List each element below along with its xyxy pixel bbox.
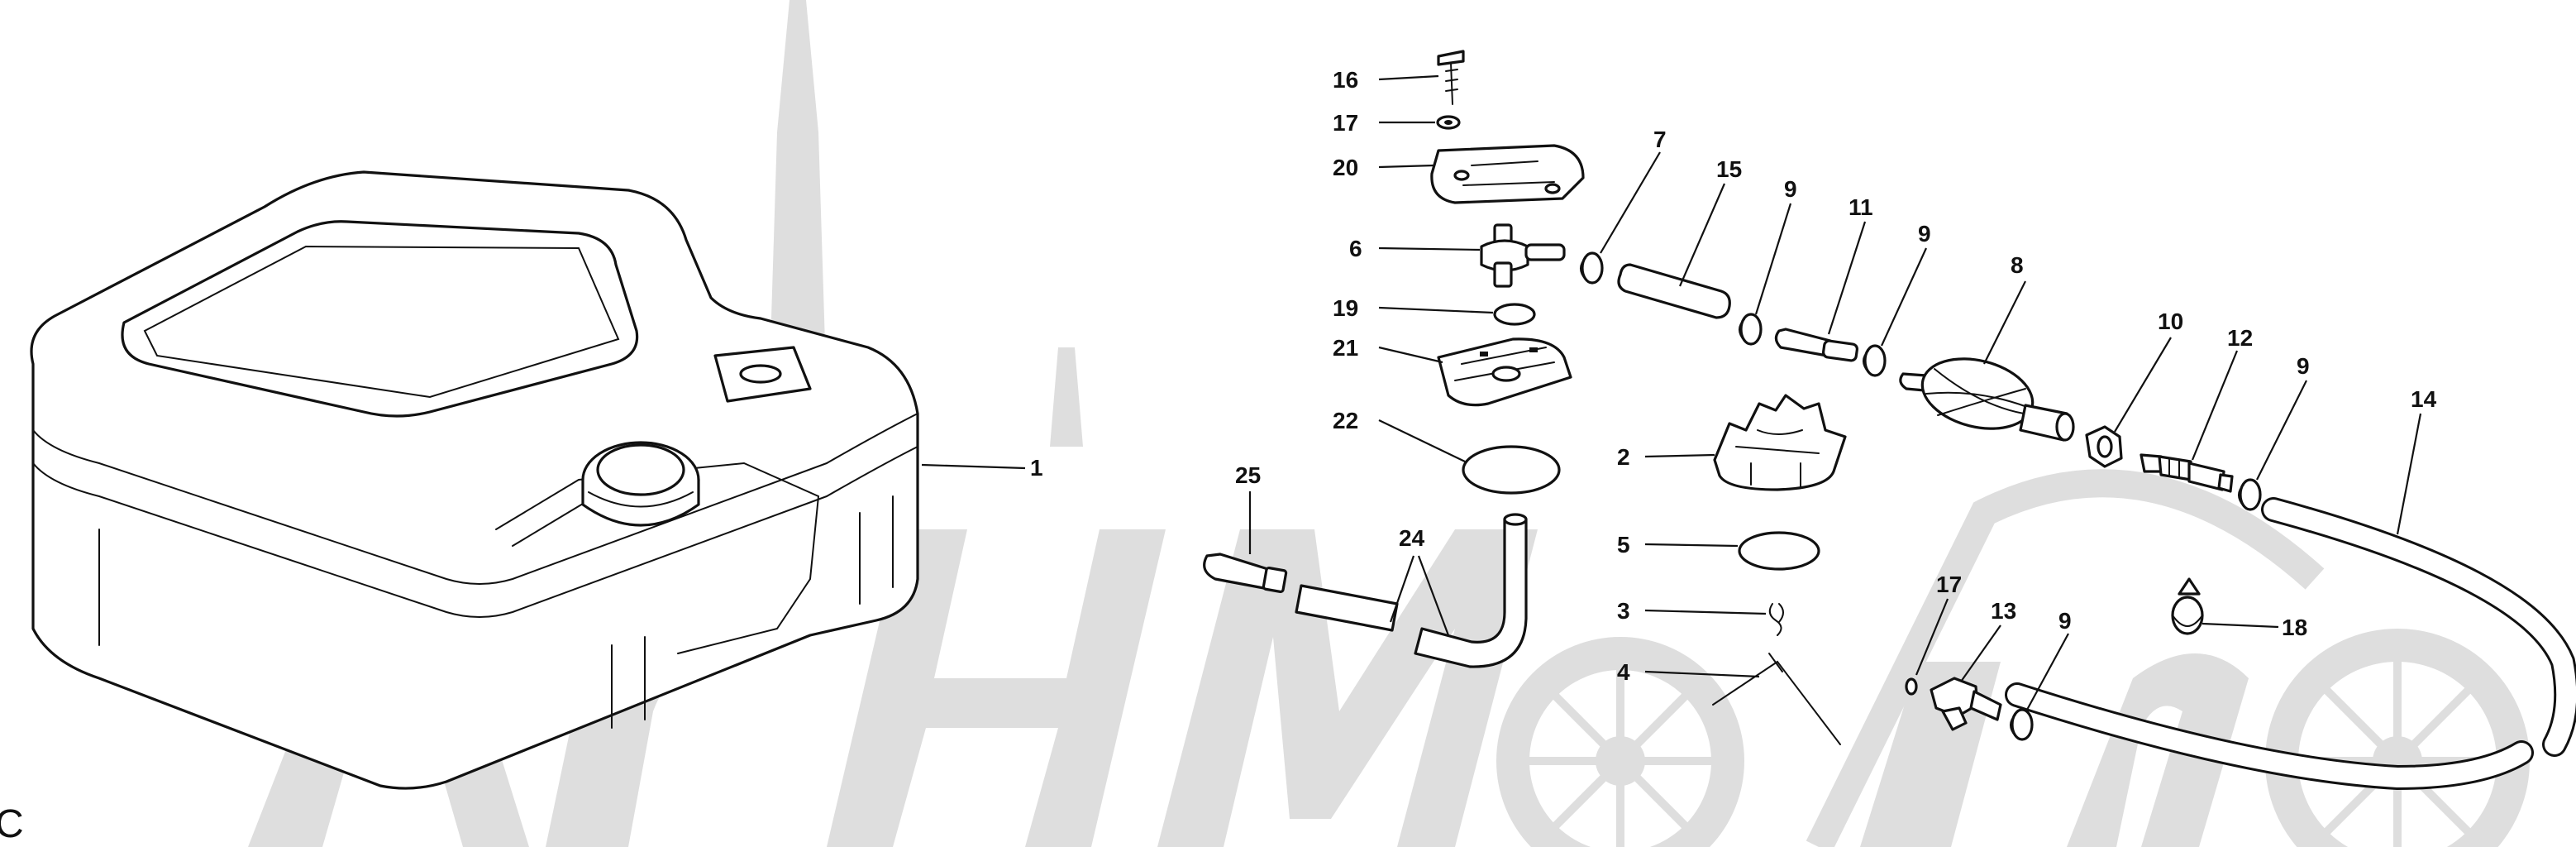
leader-15 — [1960, 624, 2001, 682]
leader-9d — [2026, 633, 2069, 711]
leader-3 — [1644, 609, 1767, 615]
leader-21 — [1378, 164, 1435, 169]
leader-9b — [1880, 247, 1928, 347]
callout-8: 8 — [2011, 252, 2024, 278]
callout-9a: 9 — [1784, 176, 1797, 202]
watermark — [248, 0, 2530, 847]
leader-7 — [1600, 151, 1661, 254]
leader-18 — [1378, 74, 1439, 81]
fuel-hose — [2005, 497, 2576, 791]
leader-22 — [1378, 346, 1443, 364]
leader-16 — [1915, 598, 1949, 676]
leader-5 — [1644, 543, 1739, 548]
leader-14 — [2396, 413, 2422, 535]
fuel-tank-gauge-plate — [713, 346, 812, 403]
leader-9a — [1754, 203, 1792, 315]
callout-9b: 9 — [1918, 221, 1931, 246]
edge-letter: C — [0, 802, 24, 846]
callout-9d: 9 — [2058, 608, 2072, 634]
washer — [1436, 115, 1461, 130]
o-ring-large — [1738, 531, 1820, 571]
callout-12: 11 — [1849, 194, 1873, 220]
spring-clip — [1768, 603, 1784, 636]
callout-9c: 9 — [2297, 353, 2310, 379]
screw — [1437, 50, 1465, 105]
leader-1 — [921, 463, 1026, 470]
callout-24: 24 — [1399, 525, 1425, 551]
fuel-tank-fill-cap — [581, 441, 700, 527]
callout-10: 10 — [2158, 309, 2183, 334]
callout-13: 15 — [1716, 156, 1742, 182]
leader-20 — [1378, 306, 1494, 314]
leader-24b — [1417, 555, 1450, 636]
watermark-wheel-right — [2265, 629, 2530, 847]
fuel-tank — [30, 170, 919, 790]
callout-11: 12 — [2227, 325, 2253, 351]
hose-clamp — [2010, 708, 2034, 741]
gasket-large — [1462, 445, 1561, 495]
callout-20: 19 — [1333, 295, 1358, 321]
callout-16: 17 — [1936, 572, 1962, 597]
weight — [1203, 553, 1288, 594]
gauge-body — [1437, 337, 1572, 407]
hose-clamp — [1863, 344, 1887, 377]
o-ring-small — [1905, 677, 1918, 696]
leader-23 — [1378, 419, 1466, 462]
callout-18: 16 — [1333, 67, 1358, 93]
hose-clamp — [1739, 313, 1763, 346]
leader-9c — [2256, 380, 2307, 481]
callout-5: 5 — [1617, 532, 1630, 557]
leader-13 — [1678, 183, 1726, 287]
callout-1: 1 — [1030, 455, 1043, 481]
callout-6: 6 — [1349, 236, 1362, 261]
leader-2 — [1644, 453, 1715, 458]
leader-10 — [2114, 337, 2172, 433]
hex-nut — [2085, 425, 2123, 468]
leader-6 — [1378, 246, 1481, 251]
spring-clamp — [2171, 577, 2204, 635]
pickup-tube — [1295, 513, 1528, 668]
callout-2: 2 — [1617, 444, 1630, 470]
callout-7: 7 — [1653, 127, 1667, 152]
callout-22: 21 — [1333, 335, 1358, 361]
leader-8 — [1983, 280, 2026, 365]
hose-clamp-a — [1580, 251, 1604, 285]
filter-screen — [1713, 394, 1847, 491]
tank-connector — [1930, 677, 2002, 731]
cover — [1430, 144, 1585, 204]
callout-14: 14 — [2411, 386, 2437, 412]
leader-24a — [1389, 555, 1415, 623]
leader-11 — [2191, 350, 2239, 461]
leader-12 — [1827, 221, 1867, 335]
callout-21: 20 — [1333, 155, 1358, 180]
callout-3: 3 — [1617, 598, 1630, 624]
wire-spring — [1712, 653, 1841, 745]
tee-fitting — [1480, 223, 1566, 288]
gasket — [1493, 303, 1536, 326]
callout-15: 13 — [1991, 598, 2016, 624]
callout-17: 18 — [2282, 615, 2307, 640]
hose-clamp — [2238, 478, 2262, 511]
callout-25: 25 — [1235, 462, 1261, 488]
callout-23: 22 — [1333, 408, 1358, 433]
hose-short — [1617, 263, 1731, 319]
leader-4 — [1644, 670, 1760, 678]
callout-4: 4 — [1617, 659, 1630, 685]
watermark-wheel-left — [1496, 637, 1744, 847]
check-valve-connector — [2140, 453, 2234, 493]
leader-17 — [2202, 622, 2279, 629]
primer-bulb — [1899, 357, 2075, 442]
check-valve — [1774, 328, 1859, 362]
callout-19: 17 — [1333, 110, 1358, 136]
